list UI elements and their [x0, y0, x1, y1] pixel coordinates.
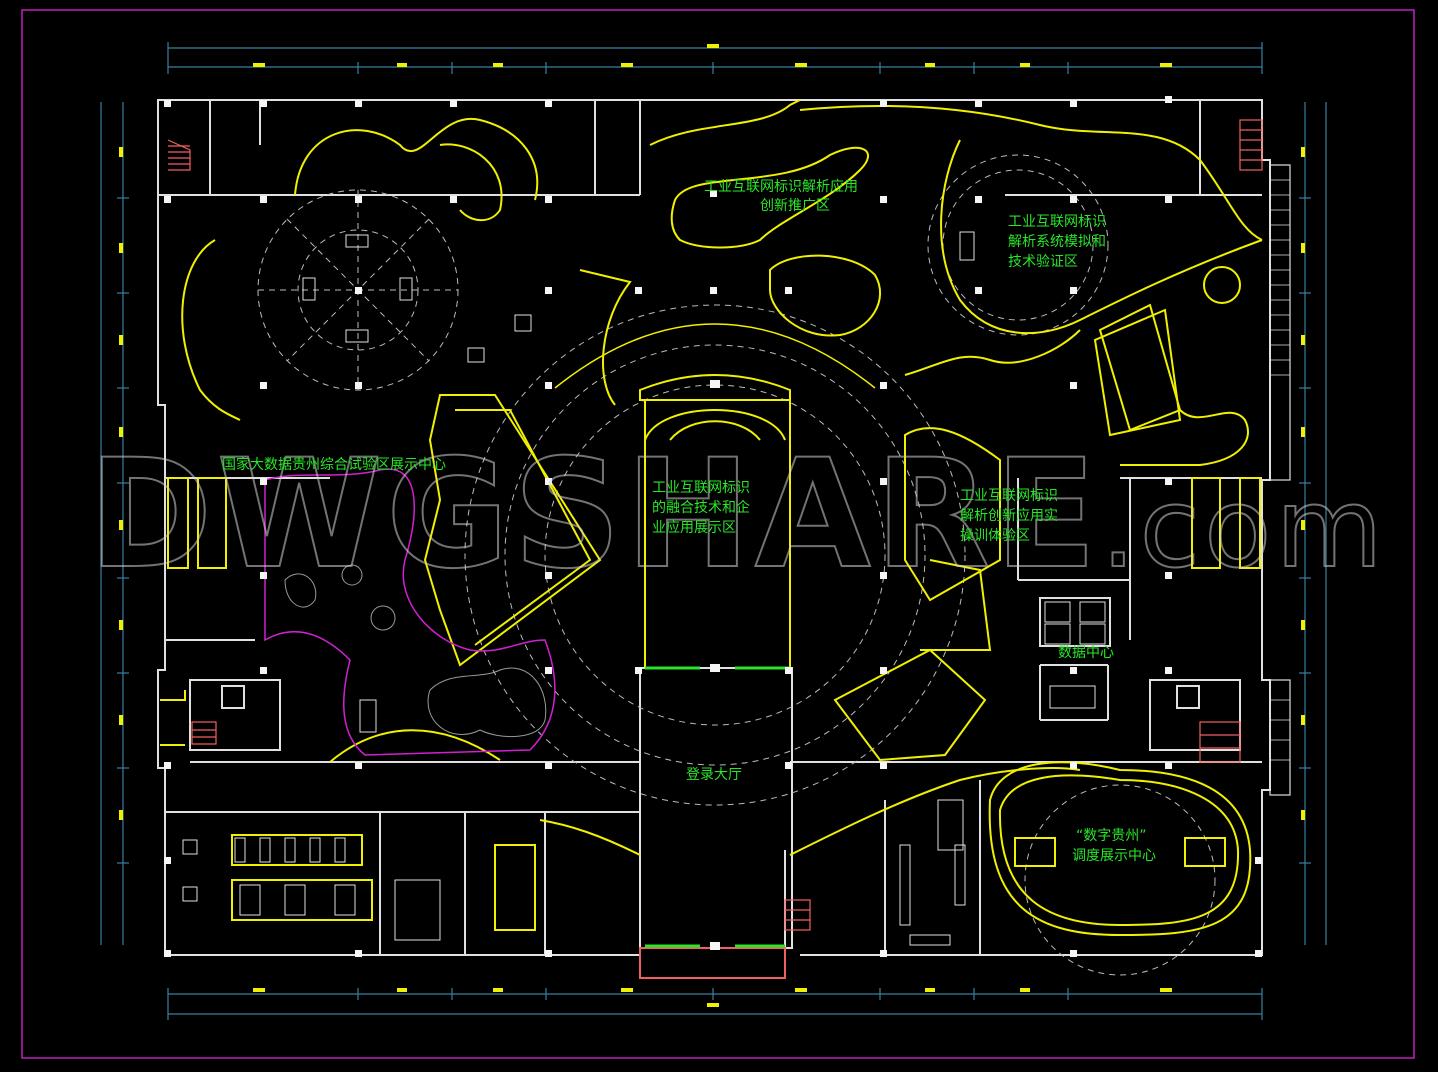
- furniture: [182, 231, 1106, 946]
- zone-label-fusion: 工业互联网标识的融合技术和企业应用展示区: [652, 480, 750, 536]
- drawing-frame: [21, 9, 1415, 1059]
- structural-columns: [164, 96, 1262, 957]
- zone-label-promotion: 工业互联网标识解析应用创新推广区: [704, 179, 858, 214]
- feature-lines: [160, 99, 1263, 937]
- right-ramp: [1269, 164, 1291, 796]
- watermark: DWGSHARE.com: [87, 428, 1387, 602]
- right-ramp-rungs: [1270, 179, 1290, 761]
- garden-shapes: [284, 564, 547, 738]
- zone-label-digital-guizhou: “数字贵州”调度展示中心: [1072, 828, 1156, 864]
- entrance-glazing: [645, 666, 790, 948]
- zone-label-data-center: 数据中心: [1058, 645, 1114, 661]
- dimension-text-top: [253, 44, 1172, 67]
- stairs: [167, 119, 1263, 931]
- zone-label-big-data: 国家大数据贵州综合试验区展示中心: [222, 457, 446, 473]
- zone-label-training: 工业互联网标识解析创新应用实操训体验区: [960, 488, 1058, 544]
- dimension-lines-bottom: [167, 988, 1263, 1020]
- landscape-boundary: [264, 468, 556, 756]
- dimension-text-bottom: [253, 988, 1172, 1007]
- zone-label-lobby: 登录大厅: [686, 767, 742, 783]
- dimension-text-sides: [119, 147, 1305, 820]
- zone-label-simulation: 工业互联网标识解析系统模拟和技术验证区: [1008, 214, 1106, 270]
